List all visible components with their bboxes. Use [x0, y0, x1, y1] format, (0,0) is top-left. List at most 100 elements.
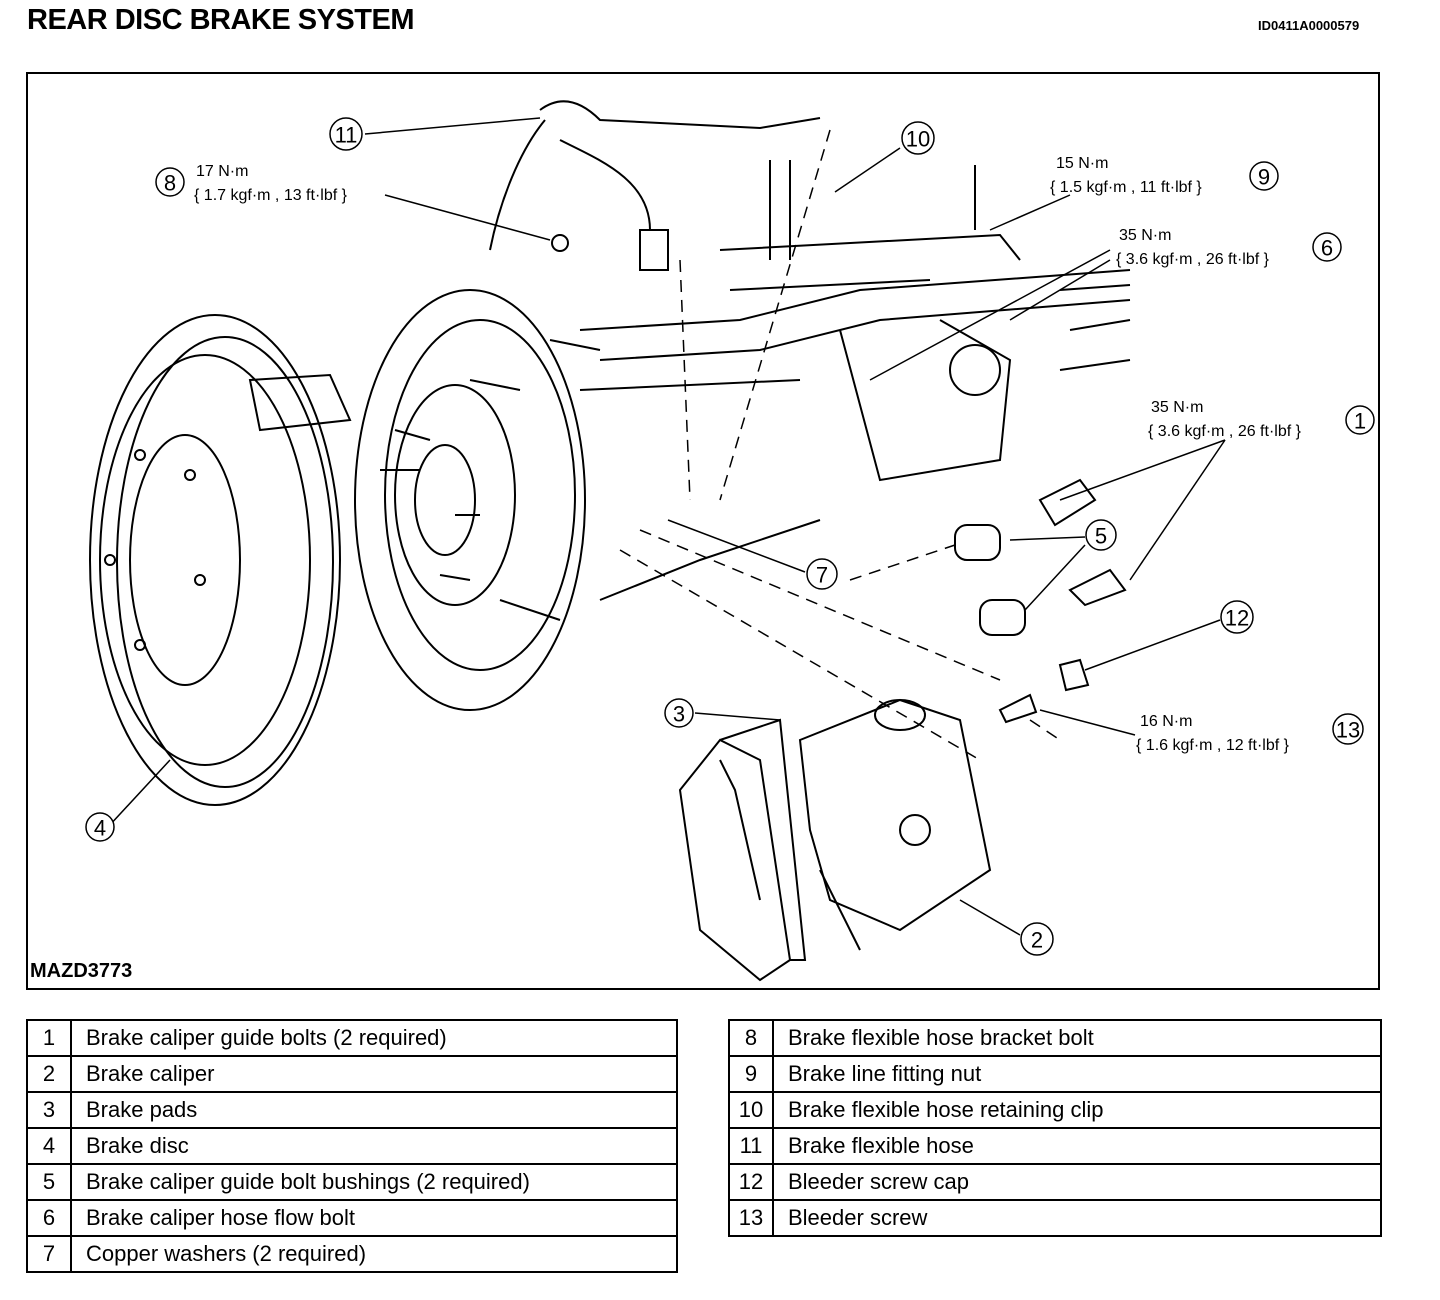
callout-number-5: 5: [1095, 524, 1107, 549]
leader-6b: [869, 249, 1111, 381]
callout-number-4: 4: [94, 816, 106, 841]
part-label: Bleeder screw: [772, 1199, 1382, 1237]
callout-number-7: 7: [816, 563, 828, 588]
leader-8: [384, 194, 551, 241]
part-label: Brake flexible hose bracket bolt: [772, 1019, 1382, 1057]
hub-backing-plate-drawing: [354, 289, 601, 711]
leader-3: [694, 712, 781, 721]
page-title: REAR DISC BRAKE SYSTEM: [27, 4, 415, 36]
part-number: 10: [728, 1091, 774, 1129]
callout-circle-11: [329, 117, 363, 151]
callout-circle-12: [1220, 600, 1254, 634]
part-label: Brake caliper guide bolts (2 required): [70, 1019, 678, 1057]
part-label: Brake caliper hose flow bolt: [70, 1199, 678, 1237]
torque-6-nm: 35 N·m: [1119, 227, 1171, 244]
leader-1b: [1059, 439, 1226, 501]
torque-9-nm: 15 N·m: [1056, 155, 1108, 172]
part-label: Copper washers (2 required): [70, 1235, 678, 1273]
torque-13-nm: 16 N·m: [1140, 713, 1192, 730]
callout-circle-13: [1332, 713, 1364, 745]
callout-number-11: 11: [335, 123, 358, 148]
callout-number-12: 12: [1225, 606, 1249, 631]
callout-number-6: 6: [1321, 236, 1333, 261]
part-number: 7: [26, 1235, 72, 1273]
torque-6-detail: { 3.6 kgf·m , 26 ft·lbf }: [1116, 251, 1270, 268]
leader-7: [667, 519, 806, 573]
part-number: 6: [26, 1199, 72, 1237]
part-label: Bleeder screw cap: [772, 1163, 1382, 1201]
leader-5a: [1009, 536, 1086, 541]
leader-9: [989, 194, 1071, 231]
part-number: 1: [26, 1019, 72, 1057]
leader-4: [107, 759, 171, 828]
torque-9-detail: { 1.5 kgf·m , 11 ft·lbf }: [1050, 179, 1202, 196]
callout-number-10: 10: [906, 127, 930, 152]
callout-number-2: 2: [1031, 928, 1043, 953]
callout-circle-2: [1020, 922, 1054, 956]
callout-circle-4: [85, 812, 115, 842]
callout-circle-7: [806, 558, 838, 590]
part-number: 4: [26, 1127, 72, 1165]
torque-1-nm: 35 N·m: [1151, 399, 1203, 416]
callout-circle-8: [155, 167, 185, 197]
bushings-bolts-drawing: [954, 478, 1127, 724]
part-label: Brake flexible hose retaining clip: [772, 1091, 1382, 1129]
leader-5b: [1024, 544, 1086, 611]
callout-number-3: 3: [673, 702, 685, 727]
leader-13: [1039, 709, 1136, 736]
part-label: Brake caliper guide bolt bushings (2 req…: [70, 1163, 678, 1201]
callout-circle-10: [901, 121, 935, 155]
leader-1a: [1129, 439, 1226, 581]
part-number: 13: [728, 1199, 774, 1237]
part-label: Brake pads: [70, 1091, 678, 1129]
part-number: 12: [728, 1163, 774, 1201]
part-number: 9: [728, 1055, 774, 1093]
part-number: 2: [26, 1055, 72, 1093]
part-label: Brake disc: [70, 1127, 678, 1165]
part-label: Brake flexible hose: [772, 1127, 1382, 1165]
callout-circle-1: [1345, 405, 1375, 435]
callout-number-8: 8: [164, 171, 176, 196]
brake-disc-drawing: [89, 314, 341, 806]
callout-circle-3: [664, 698, 694, 728]
flexible-hose-drawing: [489, 100, 821, 271]
axle-suspension-drawing: [248, 160, 1131, 601]
brake-pads-drawing: [678, 718, 807, 982]
torque-13-detail: { 1.6 kgf·m , 12 ft·lbf }: [1136, 737, 1290, 754]
part-number: 5: [26, 1163, 72, 1201]
callout-circle-6: [1312, 232, 1342, 262]
torque-8-nm: 17 N·m: [196, 163, 248, 180]
part-number: 8: [728, 1019, 774, 1057]
leader-11: [364, 117, 541, 135]
callout-number-1: 1: [1354, 409, 1366, 434]
document-id: ID0411A0000579: [1258, 18, 1360, 33]
part-number: 3: [26, 1091, 72, 1129]
leader-12: [1084, 619, 1221, 671]
brake-exploded-diagram: 11 10 8 9 6 1 5 7 12 13 3 4 2 17 N·m { 1…: [85, 100, 1375, 982]
leader-2: [959, 899, 1021, 936]
callout-circle-9: [1249, 161, 1279, 191]
torque-8-detail: { 1.7 kgf·m , 13 ft·lbf }: [194, 187, 348, 204]
callout-number-9: 9: [1258, 165, 1270, 190]
callout-circle-5: [1085, 519, 1117, 551]
callout-number-13: 13: [1336, 718, 1360, 743]
figure-code: MAZD3773: [30, 960, 133, 982]
brake-caliper-drawing: [798, 698, 992, 951]
diagram-frame: [26, 72, 1380, 990]
part-label: Brake caliper: [70, 1055, 678, 1093]
